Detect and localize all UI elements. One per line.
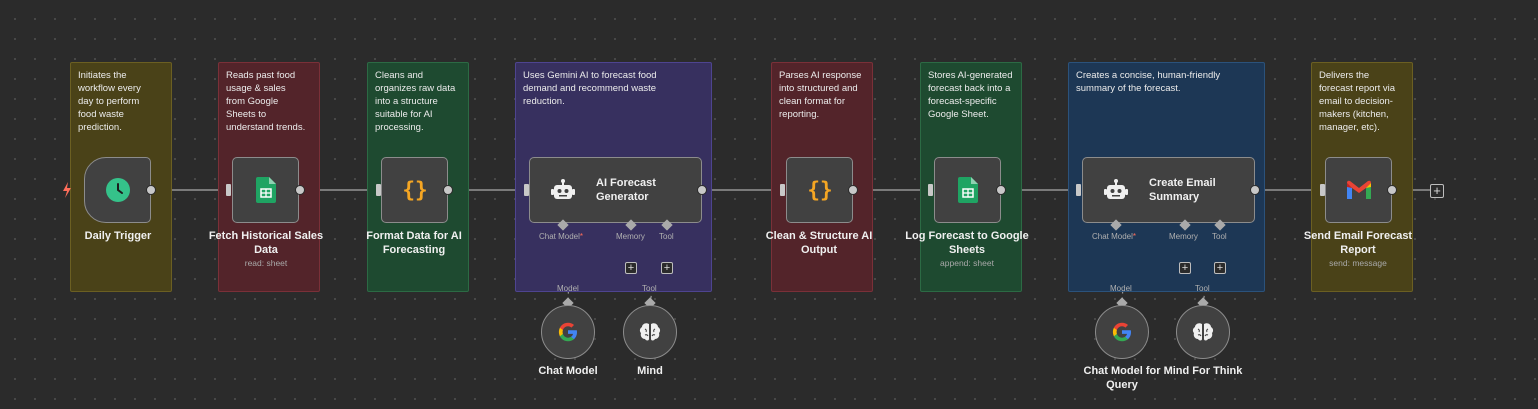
mind-for-think-node[interactable] bbox=[1176, 305, 1230, 359]
note-text: Stores AI-generated forecast back into a… bbox=[928, 70, 1013, 120]
note-text: Uses Gemini AI to forecast food demand a… bbox=[523, 70, 657, 107]
output-port[interactable] bbox=[848, 185, 858, 195]
node-subtitle: send: message bbox=[1329, 258, 1387, 268]
google-sheets-icon bbox=[957, 177, 978, 203]
add-tool-button[interactable]: + bbox=[1214, 262, 1226, 274]
node-title: Fetch Historical Sales Data bbox=[208, 230, 324, 256]
output-port[interactable] bbox=[996, 185, 1006, 195]
clock-icon bbox=[105, 178, 130, 202]
create-email-summary-node[interactable]: Create Email Summary bbox=[1082, 157, 1255, 223]
node-title: Format Data for AI Forecasting bbox=[366, 230, 462, 256]
note-text: Creates a concise, human-friendly summar… bbox=[1076, 70, 1221, 94]
note-text: Reads past food usage & sales from Googl… bbox=[226, 70, 306, 133]
input-port[interactable] bbox=[928, 184, 933, 196]
daily-trigger-node[interactable] bbox=[84, 157, 151, 223]
brain-icon bbox=[639, 323, 661, 341]
add-memory-button[interactable]: + bbox=[625, 262, 637, 274]
add-memory-button[interactable]: + bbox=[1179, 262, 1191, 274]
note-text: Initiates the workflow every day to perf… bbox=[78, 70, 141, 133]
output-port[interactable] bbox=[697, 185, 707, 195]
node-title: AI Forecast Generator bbox=[596, 177, 656, 203]
output-port[interactable] bbox=[295, 185, 305, 195]
note-text: Delivers the forecast report via email t… bbox=[1319, 70, 1396, 133]
send-email-node[interactable] bbox=[1325, 157, 1392, 223]
input-port[interactable] bbox=[226, 184, 231, 196]
mind-node[interactable] bbox=[623, 305, 677, 359]
memory-port-label: Memory bbox=[1169, 232, 1198, 241]
ai-forecast-generator-node[interactable]: AI Forecast Generator bbox=[529, 157, 702, 223]
log-forecast-node[interactable] bbox=[934, 157, 1001, 223]
svg-text:{}: {} bbox=[807, 178, 832, 202]
note-text: Parses AI response into structured and c… bbox=[779, 70, 862, 120]
input-port[interactable] bbox=[524, 184, 529, 196]
input-port[interactable] bbox=[1320, 184, 1325, 196]
add-node-button[interactable]: + bbox=[1430, 184, 1444, 198]
node-title: Clean & Structure AI Output bbox=[765, 230, 873, 256]
chat-model-port-label: Chat Model* bbox=[1092, 232, 1137, 241]
tool-link-label: Tool bbox=[642, 284, 657, 293]
model-link-label: Model bbox=[1110, 284, 1132, 293]
add-tool-button[interactable]: + bbox=[661, 262, 673, 274]
chat-model-node[interactable] bbox=[541, 305, 595, 359]
chat-model-for-query-node[interactable] bbox=[1095, 305, 1149, 359]
node-title: Send Email Forecast Report bbox=[1303, 230, 1413, 256]
tool-port-label: Tool bbox=[659, 232, 674, 241]
tool-link-label: Tool bbox=[1195, 284, 1210, 293]
node-title: Log Forecast to Google Sheets bbox=[905, 230, 1029, 256]
node-title: Create Email Summary bbox=[1149, 177, 1216, 203]
google-icon bbox=[558, 322, 577, 342]
node-title: Chat Model bbox=[538, 365, 598, 377]
note-text: Cleans and organizes raw data into a str… bbox=[375, 70, 456, 133]
fetch-sales-node[interactable] bbox=[232, 157, 299, 223]
output-port[interactable] bbox=[1250, 185, 1260, 195]
tool-port-label: Tool bbox=[1212, 232, 1227, 241]
gmail-icon bbox=[1346, 180, 1371, 199]
node-title: Mind For Think bbox=[1163, 365, 1243, 377]
clean-structure-node[interactable]: {} bbox=[786, 157, 853, 223]
lightning-bolt-icon bbox=[63, 182, 71, 198]
input-port[interactable] bbox=[1076, 184, 1081, 196]
input-port[interactable] bbox=[376, 184, 381, 196]
node-title: Chat Model for Query bbox=[1083, 365, 1161, 391]
memory-port-label: Memory bbox=[616, 232, 645, 241]
output-port[interactable] bbox=[146, 185, 156, 195]
robot-icon bbox=[551, 179, 575, 199]
google-icon bbox=[1112, 322, 1131, 342]
node-title: Daily Trigger bbox=[84, 230, 152, 242]
format-data-node[interactable]: {} bbox=[381, 157, 448, 223]
output-port[interactable] bbox=[1387, 185, 1397, 195]
node-subtitle: append: sheet bbox=[940, 258, 994, 268]
brain-icon bbox=[1192, 323, 1214, 341]
node-title: Mind bbox=[637, 365, 663, 377]
node-subtitle: read: sheet bbox=[244, 258, 288, 268]
output-port[interactable] bbox=[443, 185, 453, 195]
chat-model-port-label: Chat Model* bbox=[539, 232, 584, 241]
google-sheets-icon bbox=[255, 177, 276, 203]
robot-icon bbox=[1104, 179, 1128, 199]
code-braces-icon: {} bbox=[402, 178, 427, 202]
input-port[interactable] bbox=[780, 184, 785, 196]
svg-text:{}: {} bbox=[402, 178, 427, 202]
code-braces-icon: {} bbox=[807, 178, 832, 202]
model-link-label: Model bbox=[557, 284, 579, 293]
